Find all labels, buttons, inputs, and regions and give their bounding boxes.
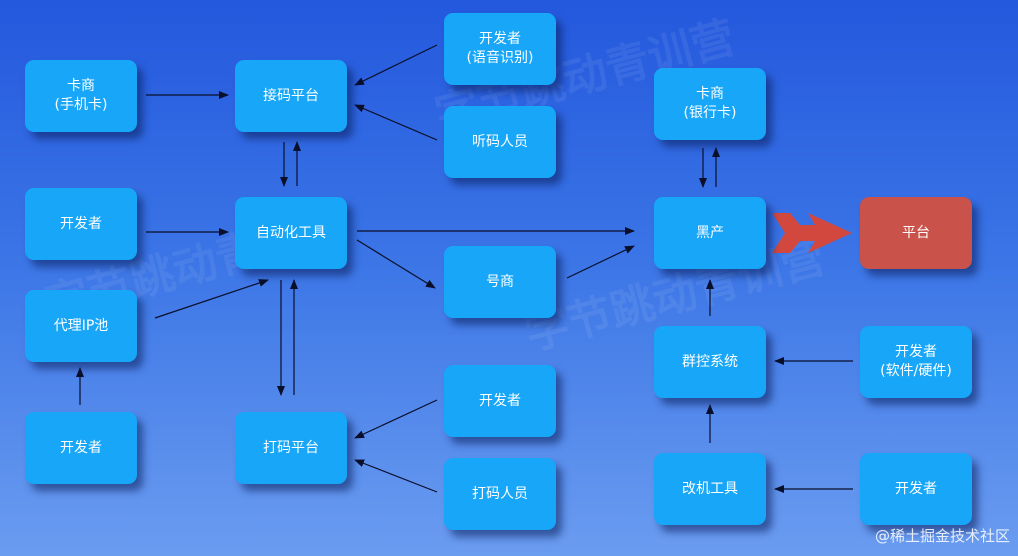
node-label: 接码平台 bbox=[263, 87, 319, 104]
node-group-control: 群控系统 bbox=[654, 326, 766, 398]
node-sms-platform: 接码平台 bbox=[235, 60, 347, 132]
node-label: 平台 bbox=[902, 224, 930, 241]
arrow bbox=[354, 399, 438, 439]
node-number-dealer: 号商 bbox=[444, 246, 556, 318]
node-proxy-pool: 代理IP池 bbox=[25, 290, 137, 362]
node-developer-left: 开发者 bbox=[25, 188, 137, 260]
node-automation-tool: 自动化工具 bbox=[235, 197, 347, 269]
node-label: 开发者 bbox=[60, 439, 102, 456]
node-black-industry: 黑产 bbox=[654, 197, 766, 269]
node-label: 开发者 bbox=[479, 392, 521, 409]
node-label: 卡商 bbox=[696, 86, 724, 102]
node-device-mod-tool: 改机工具 bbox=[654, 453, 766, 525]
node-label: 开发者 bbox=[895, 480, 937, 497]
node-developer-captcha: 开发者 bbox=[444, 365, 556, 437]
node-label: 开发者 bbox=[895, 344, 937, 360]
arrow bbox=[354, 104, 438, 141]
arrow bbox=[354, 459, 438, 493]
node-label: 群控系统 bbox=[682, 353, 738, 370]
arrow bbox=[354, 44, 438, 86]
node-captcha-platform: 打码平台 bbox=[235, 412, 347, 484]
node-sublabel: (语音识别) bbox=[466, 50, 534, 66]
node-label: 打码平台 bbox=[263, 439, 319, 456]
node-developer-proxy: 开发者 bbox=[25, 412, 137, 484]
node-label: 打码人员 bbox=[472, 485, 528, 502]
node-label: 听码人员 bbox=[472, 133, 528, 150]
node-sublabel: (手机卡) bbox=[54, 97, 108, 113]
arrow bbox=[566, 245, 635, 279]
node-captcha-staff: 打码人员 bbox=[444, 458, 556, 530]
node-card-dealer-phone: 卡商 (手机卡) bbox=[25, 60, 137, 132]
arrow bbox=[356, 239, 436, 289]
node-card-dealer-bank: 卡商 (银行卡) bbox=[654, 68, 766, 140]
node-developer-voice: 开发者 (语音识别) bbox=[444, 13, 556, 85]
node-label: 开发者 bbox=[60, 215, 102, 232]
node-sublabel: (银行卡) bbox=[683, 105, 737, 121]
node-developer-mod: 开发者 bbox=[860, 453, 972, 525]
node-label: 自动化工具 bbox=[256, 224, 326, 241]
arrow bbox=[154, 279, 269, 319]
node-label: 卡商 bbox=[67, 78, 95, 94]
node-label: 代理IP池 bbox=[53, 317, 109, 334]
source-watermark: @稀土掘金技术社区 bbox=[874, 527, 1010, 545]
node-developer-sw-hw: 开发者 (软件/硬件) bbox=[860, 326, 972, 398]
node-platform: 平台 bbox=[860, 197, 972, 269]
node-label: 黑产 bbox=[696, 224, 724, 241]
node-listen-staff: 听码人员 bbox=[444, 106, 556, 178]
node-label: 改机工具 bbox=[682, 480, 738, 497]
node-label: 号商 bbox=[486, 273, 514, 290]
node-sublabel: (软件/硬件) bbox=[880, 363, 952, 379]
red-attack-arrow bbox=[772, 213, 852, 253]
node-label: 开发者 bbox=[479, 31, 521, 47]
